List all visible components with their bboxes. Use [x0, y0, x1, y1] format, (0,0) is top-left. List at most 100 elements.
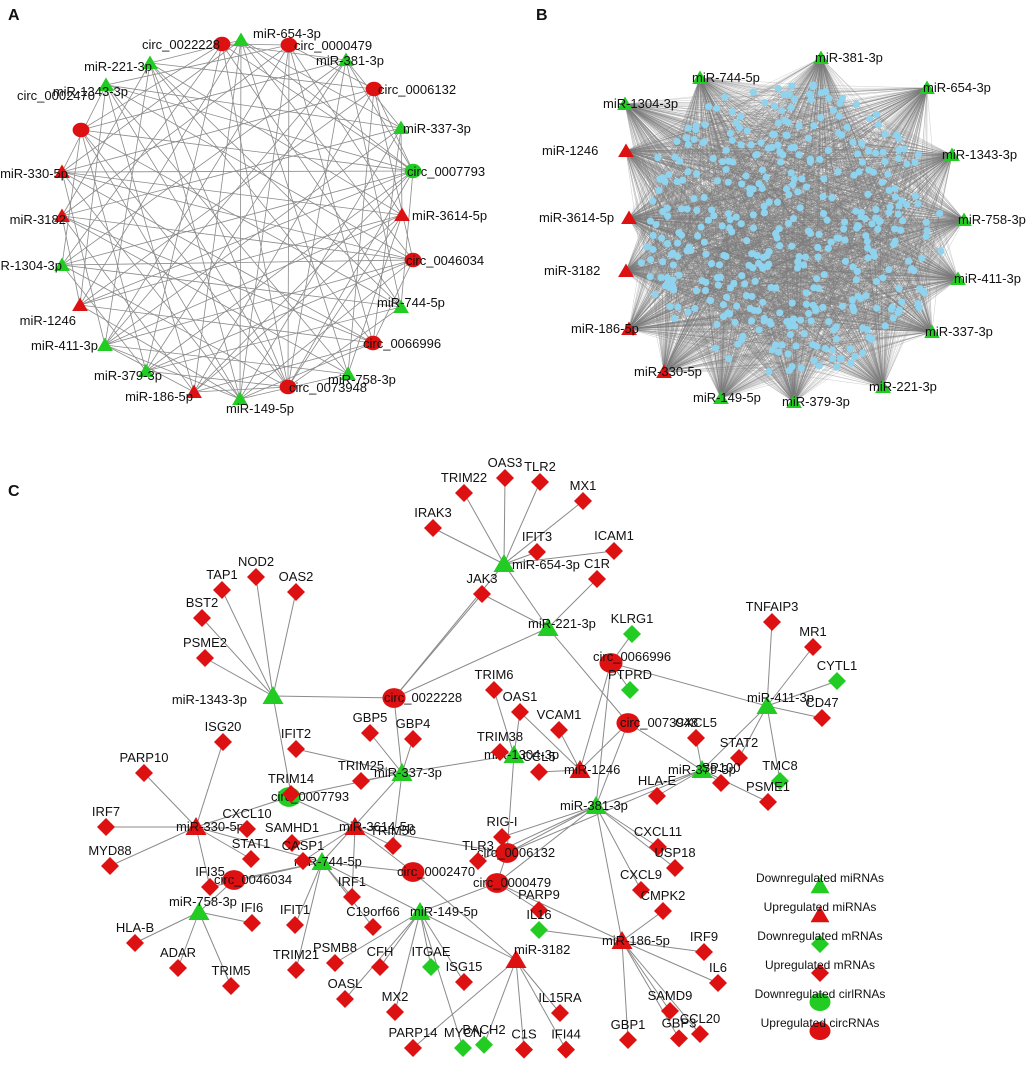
- panel-b-target-node: [643, 243, 651, 251]
- panel-b-target-node: [852, 100, 861, 108]
- panel-b-edge: [820, 57, 897, 135]
- panel-a-edge: [287, 59, 347, 388]
- panel-b-edge: [625, 270, 790, 371]
- panel-b-target-node: [702, 250, 710, 258]
- panel-b-edge: [856, 104, 965, 221]
- panel-c-label-ifit1: IFIT1: [280, 902, 310, 917]
- panel-c-label-mir-654-3p: miR-654-3p: [512, 557, 580, 572]
- panel-c-node-mir-1246: [569, 760, 591, 778]
- panel-b-edge: [841, 134, 953, 156]
- panel-a-edge: [104, 62, 151, 346]
- panel-c-node-tlr3: [469, 852, 487, 870]
- panel-b-target-node: [777, 158, 785, 166]
- panel-a-edge: [239, 39, 242, 400]
- panel-a-node-circ-0002470: [72, 122, 90, 138]
- panel-b-target-node: [732, 213, 740, 221]
- panel-b-edge: [751, 144, 884, 388]
- panel-c-edge: [419, 911, 464, 1049]
- panel-b-target-node: [894, 154, 903, 163]
- panel-a-edge: [149, 62, 402, 308]
- panel-b-edge: [882, 258, 923, 388]
- panel-b-edge: [793, 356, 855, 403]
- panel-b-target-node: [768, 143, 776, 151]
- panel-b-target-node: [674, 303, 682, 311]
- panel-a-node-mir-381-3p: [338, 52, 354, 66]
- legend-item-downregulated-mirnas: Downregulated miRNAs: [756, 871, 884, 894]
- panel-c-node-hla-e: [648, 787, 666, 805]
- panel-b-target-node: [737, 112, 745, 121]
- panel-c-node-tap1: [213, 581, 231, 599]
- panel-b-target-node: [817, 114, 825, 122]
- panel-b-target-node: [782, 131, 790, 139]
- panel-a-label-mir-1246: miR-1246: [20, 313, 76, 328]
- panel-b-target-node: [858, 158, 866, 166]
- panel-c-edge: [547, 578, 598, 629]
- panel-c-edge: [177, 911, 200, 969]
- panel-b-edge: [624, 103, 788, 136]
- panel-c-node-oas2: [287, 583, 305, 601]
- panel-b-target-node: [796, 204, 804, 212]
- panel-b-edge: [663, 344, 813, 373]
- panel-b-target-node: [809, 341, 817, 349]
- panel-a-edge: [287, 306, 402, 388]
- panel-a-edge: [400, 170, 414, 308]
- panel-b-target-node: [923, 227, 931, 235]
- panel-b-target-node: [677, 231, 686, 239]
- panel-b-edge: [720, 154, 919, 399]
- panel-c-node-icam1: [605, 542, 623, 560]
- panel-c-edge: [621, 940, 705, 953]
- panel-b-edge: [624, 103, 789, 123]
- panel-a-edge: [104, 344, 241, 400]
- panel-b-node-mir-186-5p: [621, 321, 637, 335]
- panel-b-target-node: [802, 183, 811, 191]
- panel-b-edge: [625, 270, 736, 323]
- panel-b-target-node: [698, 277, 706, 285]
- panel-b-edge: [625, 250, 941, 272]
- panel-c-label-c1s: C1S: [511, 1027, 537, 1042]
- panel-b-edge: [624, 103, 866, 219]
- panel-b-target-node: [885, 186, 893, 194]
- panel-b-target-node: [914, 200, 922, 208]
- panel-b-target-node: [750, 306, 758, 315]
- panel-c-label-mr1: MR1: [799, 624, 826, 639]
- panel-a-edge: [104, 44, 290, 346]
- panel-b-node-mir-744-5p: [692, 70, 708, 84]
- panel-b-target-node: [787, 104, 795, 112]
- panel-b-target-node: [802, 289, 810, 297]
- panel-b-target-node: [679, 176, 687, 184]
- legend-label: Downregulated mRNAs: [757, 929, 882, 943]
- panel-b-edge: [628, 217, 840, 239]
- panel-b-target-node: [664, 212, 672, 220]
- panel-b-target-node: [759, 264, 767, 272]
- panel-b-edge: [625, 247, 690, 272]
- panel-b-edge: [720, 159, 820, 399]
- panel-b-target-node: [853, 267, 861, 275]
- panel-b-target-node: [671, 153, 679, 161]
- panel-b-target-node: [825, 94, 833, 103]
- panel-c-node-trim5: [222, 977, 240, 995]
- panel-a-edge: [193, 214, 403, 393]
- panel-c-node-circ-0022228: [382, 688, 406, 708]
- panel-c-label-oas3: OAS3: [488, 455, 523, 470]
- panel-c-node-ifit3: [528, 543, 546, 561]
- panel-b-edge: [628, 154, 783, 219]
- panel-b-target-node: [868, 335, 876, 343]
- panel-b-edge: [624, 103, 859, 297]
- panel-b-edge: [624, 103, 919, 156]
- panel-b-edge: [628, 222, 927, 330]
- panel-c-edge: [579, 722, 629, 771]
- panel-b-target-node: [708, 206, 716, 214]
- panel-b-target-node: [873, 304, 881, 312]
- panel-b-target-node: [771, 102, 779, 110]
- panel-a-edge: [61, 215, 374, 344]
- panel-b-target-node: [649, 197, 657, 205]
- panel-b-target-node: [898, 298, 906, 306]
- panel-b-target-node: [754, 259, 763, 268]
- panel-a-letter: A: [8, 7, 20, 24]
- panel-b-target-node: [789, 181, 797, 189]
- panel-c-label-ifit3: IFIT3: [522, 529, 552, 544]
- panel-b-edge: [663, 281, 756, 373]
- panel-b-target-node: [903, 201, 911, 209]
- panel-c-node-il6: [709, 974, 727, 992]
- panel-b-edge: [624, 103, 795, 180]
